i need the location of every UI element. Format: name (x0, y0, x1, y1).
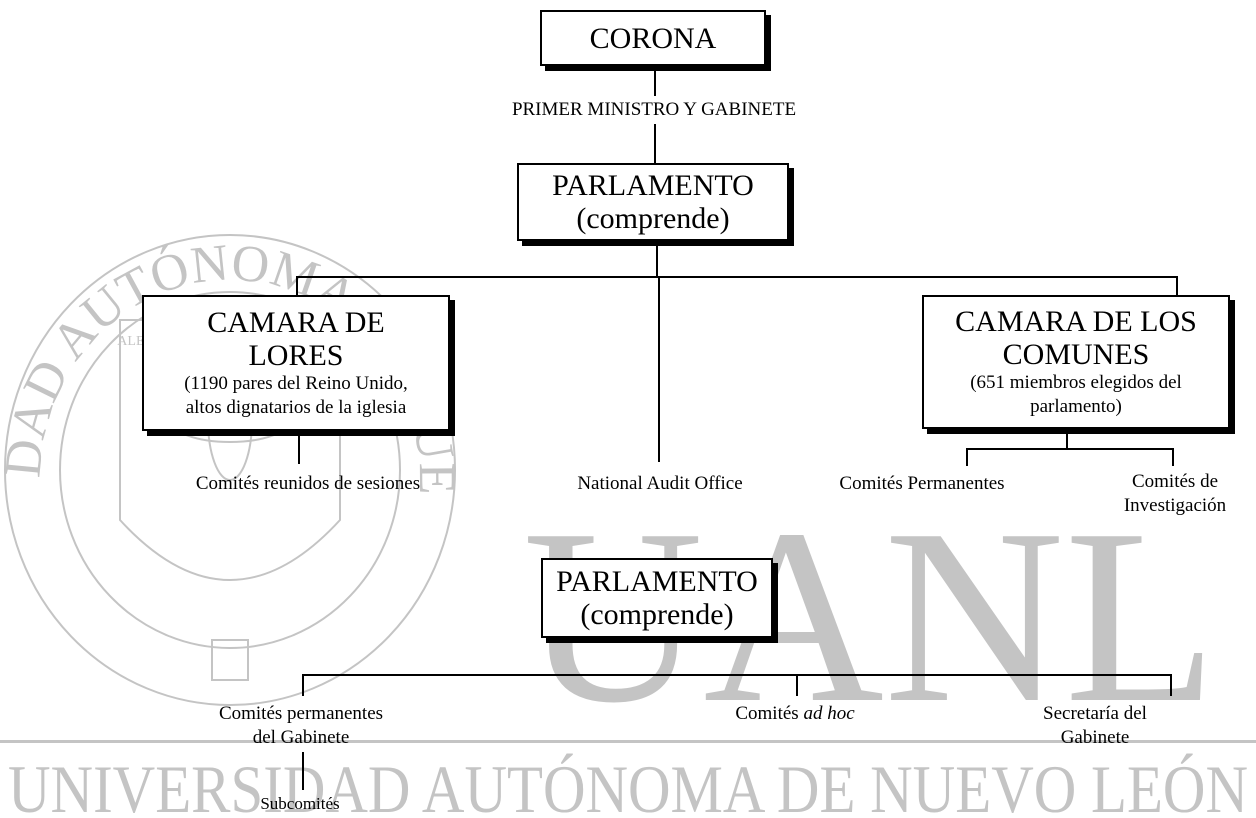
secretaria-line1: Secretaría del (1043, 703, 1147, 724)
secretaria-gabinete-label: Secretaría del Gabinete (1010, 702, 1180, 750)
adhoc-em: ad hoc (803, 703, 855, 724)
comites-investigacion-line1: Comités de (1131, 471, 1219, 492)
connector (296, 276, 298, 296)
comunes-desc-1: (651 miembros elegidos del (970, 372, 1182, 393)
lores-title-2: LORES (248, 339, 344, 372)
gabinete-perm-line1: Comités permanentes (218, 703, 384, 724)
connector (302, 674, 304, 696)
subcomites-label: Subcomités (260, 794, 340, 813)
parlamento-2-title: PARLAMENTO (556, 565, 758, 598)
connector (302, 752, 304, 790)
connector (1172, 448, 1174, 466)
parlamento-2-sub: (comprende) (580, 598, 734, 631)
comunes-desc-2: parlamento) (1030, 396, 1122, 417)
parlamento-sub: (comprende) (576, 202, 730, 235)
comites-permanentes-gabinete-label: Comités permanentes del Gabinete (170, 702, 432, 750)
parlamento-2-box: PARLAMENTO (comprende) (541, 558, 773, 638)
connector (298, 434, 300, 464)
adhoc-prefix: Comités (735, 703, 804, 724)
connector (658, 276, 660, 462)
comites-ad-hoc-label: Comités ad hoc (680, 702, 910, 726)
lores-desc-1: (1190 pares del Reino Unido, (184, 373, 408, 394)
connector (656, 240, 658, 277)
connector (296, 276, 1178, 278)
connector (654, 124, 656, 168)
connector (1066, 428, 1068, 450)
watermark-banner: UNIVERSIDAD AUTÓNOMA DE NUEVO LEÓN (8, 751, 1248, 818)
connector (1176, 276, 1178, 296)
parlamento-box: PARLAMENTO (comprende) (517, 163, 789, 241)
connector (966, 448, 968, 466)
lores-desc-2: altos dignatarios de la iglesia (185, 397, 407, 418)
comunes-title-2: COMUNES (1002, 338, 1150, 371)
connector (1170, 674, 1172, 696)
camara-comunes-box: CAMARA DE LOS COMUNES (651 miembros eleg… (922, 295, 1230, 429)
national-audit-office-label: National Audit Office (577, 473, 743, 494)
lores-title-1: CAMARA DE (207, 306, 385, 339)
gabinete-perm-line2: del Gabinete (252, 727, 350, 748)
primer-ministro-label: PRIMER MINISTRO Y GABINETE (511, 99, 797, 120)
camara-lores-box: CAMARA DE LORES (1190 pares del Reino Un… (142, 295, 450, 431)
corona-label: CORONA (589, 21, 717, 55)
connector (654, 64, 656, 96)
connector (966, 448, 1174, 450)
secretaria-line2: Gabinete (1060, 727, 1130, 748)
connector (796, 674, 798, 696)
corona-box: CORONA (540, 10, 766, 66)
parlamento-title: PARLAMENTO (552, 169, 754, 202)
comunes-title-1: CAMARA DE LOS (955, 305, 1197, 338)
comites-reunidos-label: Comités reunidos de sesiones (195, 473, 421, 494)
comites-investigacion-line2: Investigación (1123, 495, 1227, 516)
connector (302, 674, 1172, 676)
comites-investigacion-label: Comités de Investigación (1100, 470, 1250, 518)
comites-permanentes-label: Comités Permanentes (839, 473, 1005, 494)
